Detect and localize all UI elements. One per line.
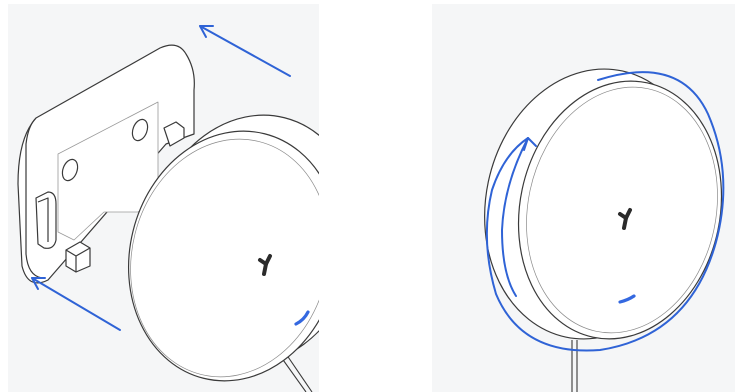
- mount-illustration-panel: [8, 4, 319, 392]
- rotate-illustration: [432, 4, 735, 392]
- rotate-illustration-panel: [432, 4, 735, 392]
- mount-illustration: [8, 4, 319, 392]
- speaker-puck-icon: [460, 49, 735, 392]
